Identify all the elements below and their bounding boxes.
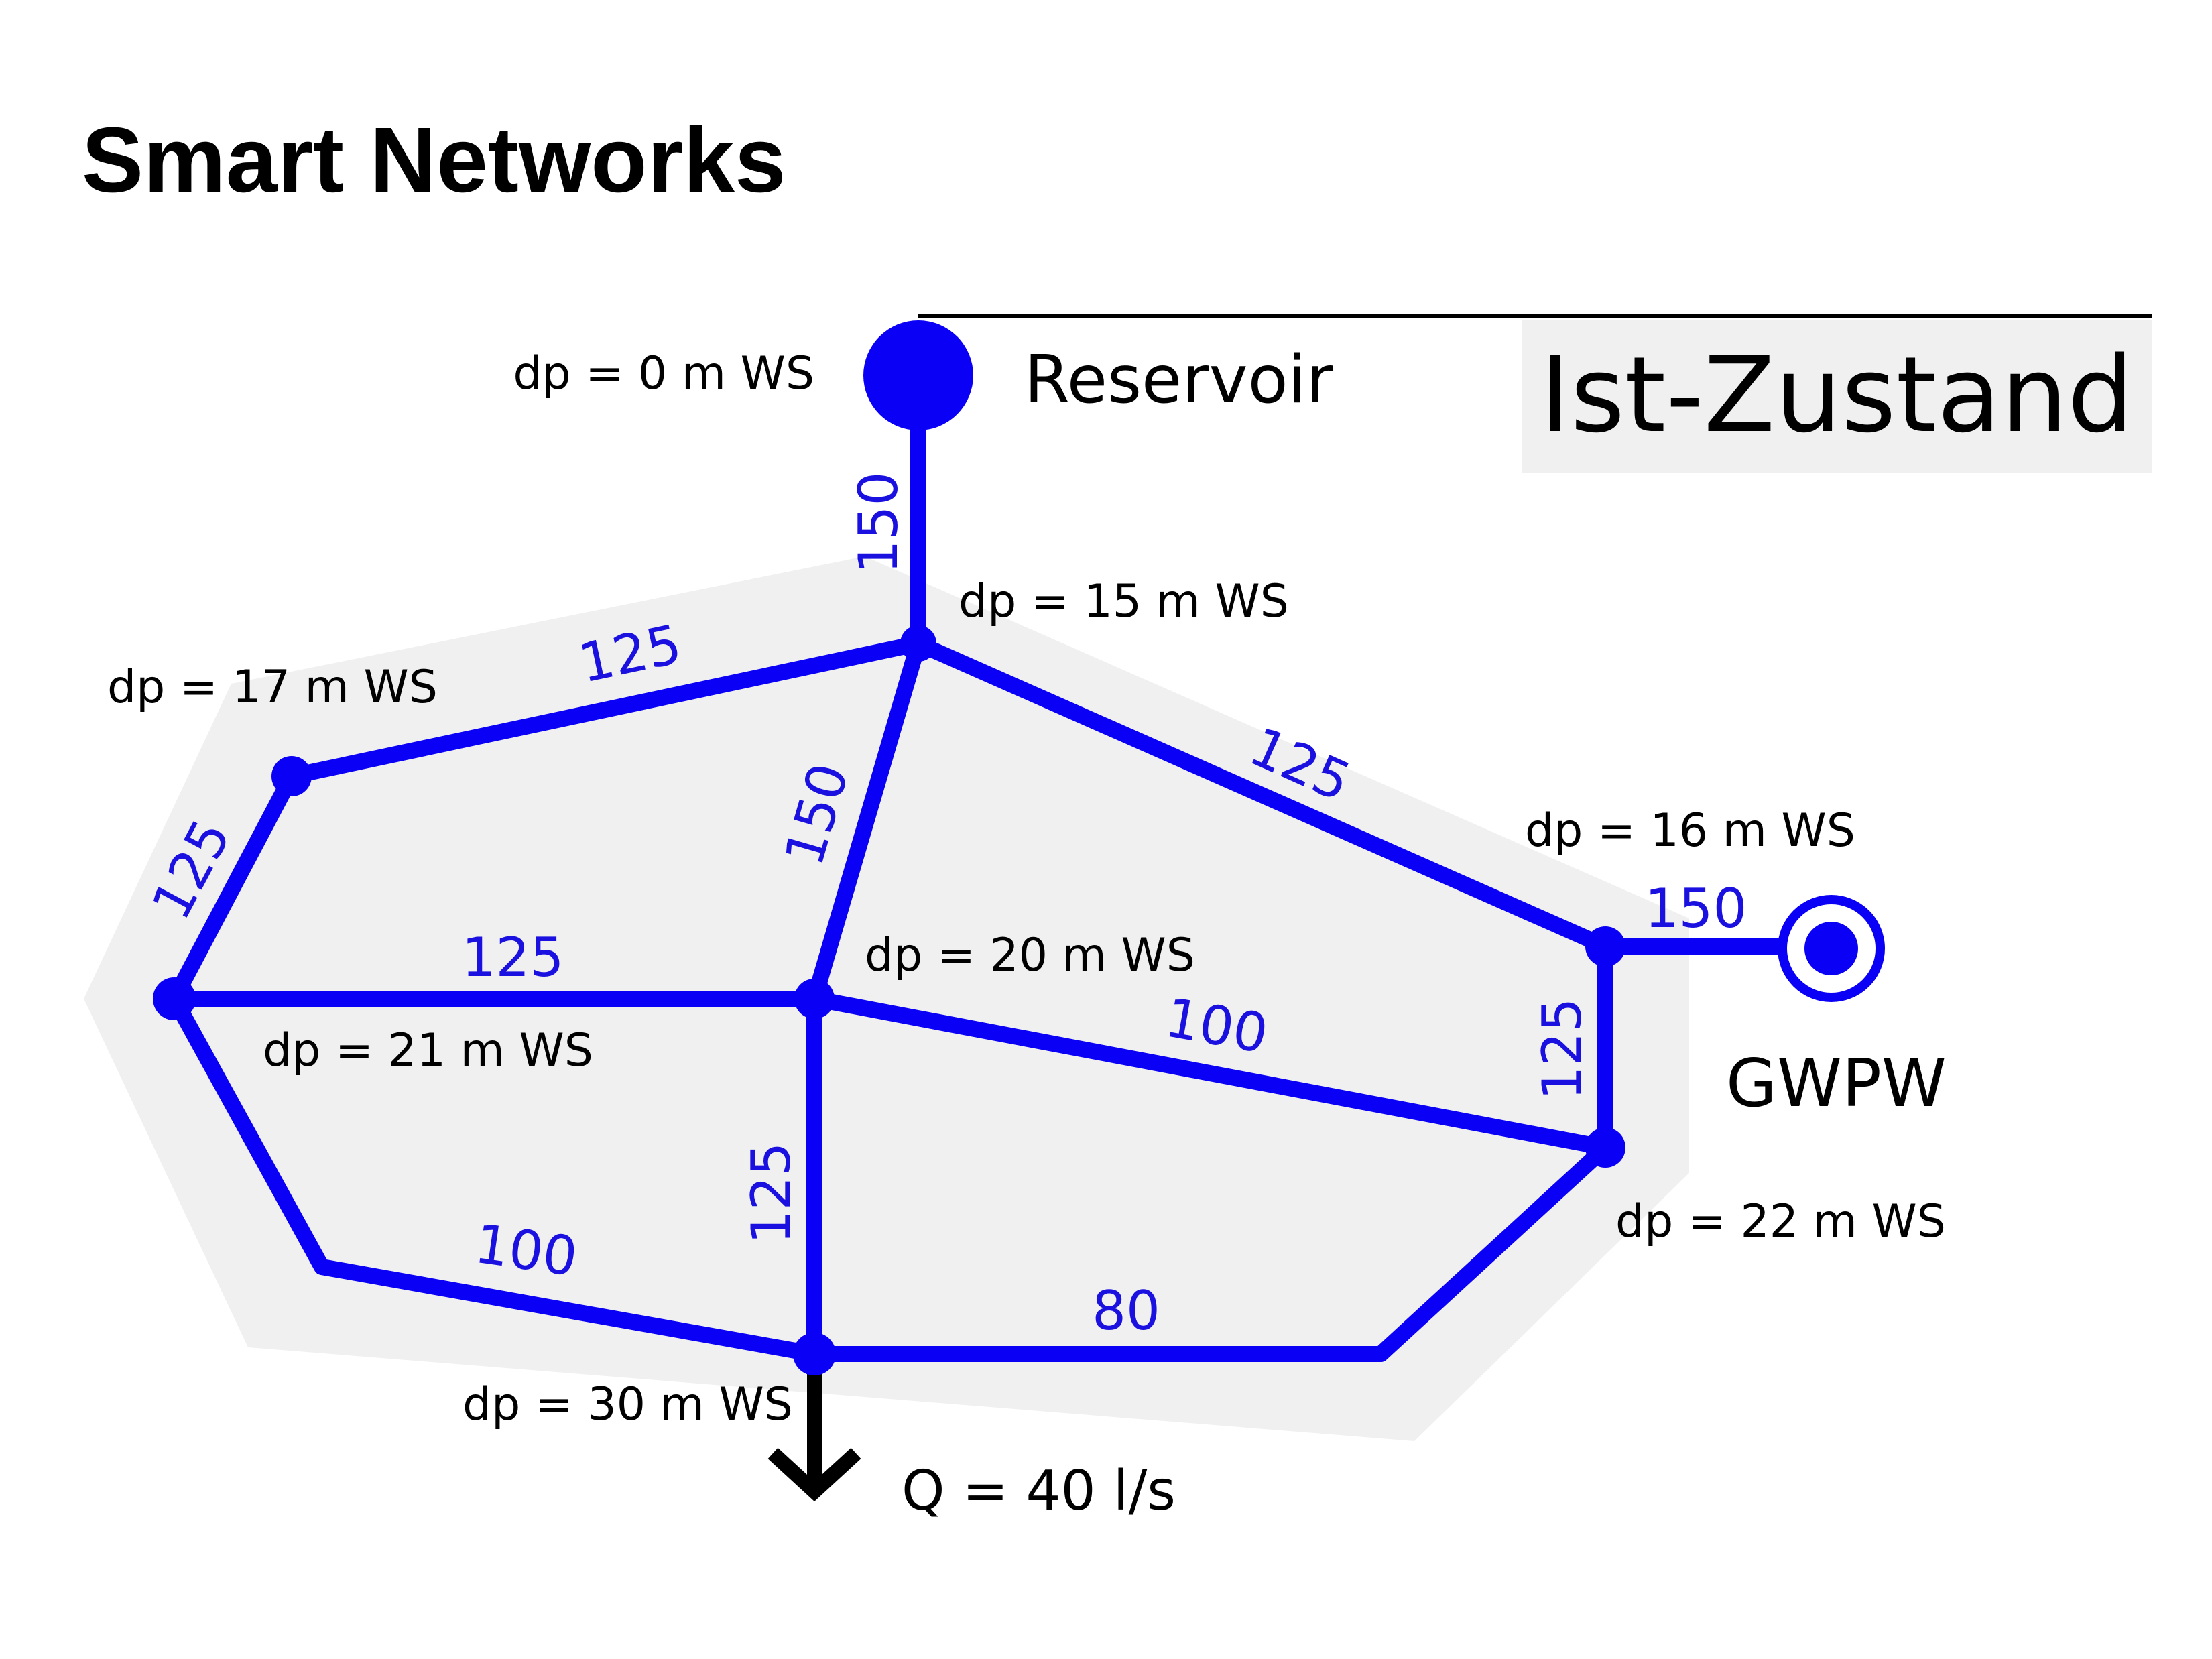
pipe-label-right-upper-to-right-lower: 125 (1531, 998, 1593, 1101)
pressure-label-right-upper: dp = 16 m WS (1525, 804, 1855, 857)
junction-center (794, 979, 835, 1019)
pipe-upper-left-to-left (166, 768, 300, 1007)
pressure-label-top-center: dp = 15 m WS (959, 575, 1289, 628)
gwpw-label: GWPW (1726, 1046, 1947, 1122)
outflow-label: Q = 40 l/s (902, 1459, 1176, 1523)
junction-bottom-center (793, 1333, 836, 1375)
pipe-top-to-center (806, 635, 926, 1007)
pressure-label-upper-left: dp = 17 m WS (107, 661, 438, 714)
pipe-label-bottom-to-right-lower: 80 (1092, 1280, 1160, 1342)
junction-top-center (900, 625, 936, 662)
pipe-label-right-upper-to-gwpw: 150 (1645, 877, 1747, 940)
reservoir-pressure-label: dp = 0 m WS (513, 347, 814, 400)
junction-left (153, 977, 196, 1020)
pipe-left-to-bottom (166, 991, 822, 1362)
state-label-box (1522, 320, 2152, 473)
pressure-label-bottom-center: dp = 30 m WS (463, 1378, 793, 1431)
gwpw-well-icon (1778, 895, 1885, 1002)
outflow-arrow-icon (767, 1354, 861, 1501)
junction-right-lower (1585, 1127, 1625, 1168)
reservoir-node (863, 320, 973, 430)
pressure-label-right-lower: dp = 22 m WS (1615, 1195, 1946, 1248)
junction-upper-left (271, 756, 312, 796)
pipe-label-reservoir-riser: 150 (847, 472, 910, 574)
pipe-bottom-to-right-lower (806, 1140, 1613, 1362)
pipe-top-to-upper-left (284, 635, 926, 784)
pressure-label-left: dp = 21 m WS (263, 1024, 593, 1077)
pipe-network (166, 367, 1831, 1362)
pipe-label-center-to-bottom: 125 (740, 1142, 802, 1245)
supply-zone (84, 556, 1689, 1441)
pipe-label-left-to-center: 125 (462, 926, 564, 989)
pipe-label-left-to-bottom: 100 (471, 1213, 581, 1288)
pipe-center-to-right-lower (806, 991, 1613, 1156)
state-label: Ist-Zustand (1540, 334, 2134, 456)
pipe-top-to-right-upper (910, 635, 1613, 955)
pressure-label-center: dp = 20 m WS (865, 929, 1195, 982)
page-title: Smart Networks (82, 109, 786, 212)
reservoir-label: Reservoir (1024, 342, 1334, 418)
junction-right-upper (1585, 926, 1625, 967)
